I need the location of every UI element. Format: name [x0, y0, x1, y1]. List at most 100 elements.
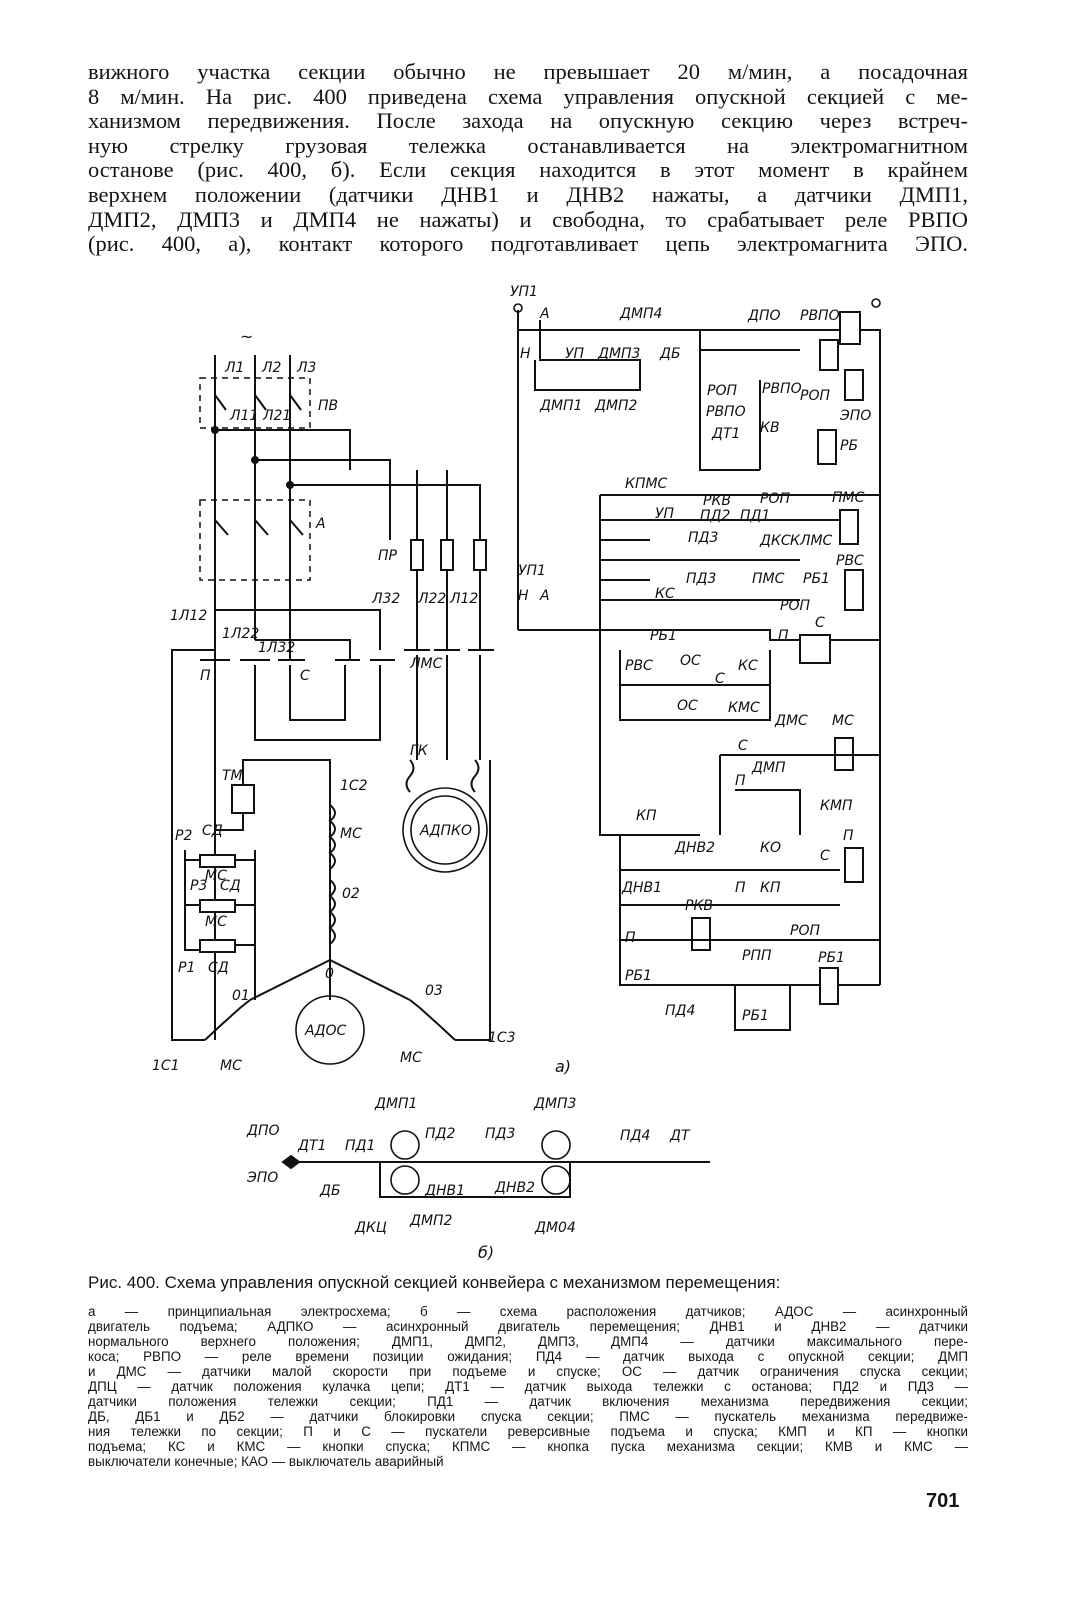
body-paragraph: вижного участка секции обычно не превыша…: [88, 59, 968, 257]
label-kv: КВ: [760, 420, 780, 436]
control-circuit: УП1 А Н УП ДМП4 ДМП3 ДБ ДМП1 ДМП2 ДПО РВ…: [510, 284, 881, 1076]
label-s-coil: С: [815, 615, 825, 631]
label-rvpo-top: РВПО: [800, 308, 840, 324]
label-ko: КО: [760, 840, 781, 856]
label-l32: Л32: [371, 591, 400, 607]
label-pd4: ПД4: [665, 1003, 695, 1019]
label-rvs-2: РВС: [625, 658, 653, 674]
figure-caption: Рис. 400. Схема управления опускной секц…: [88, 1273, 781, 1292]
label-pd1: ПД1: [740, 508, 770, 524]
motor-adpko-outer: [402, 787, 488, 873]
label-klms: КЛМС: [790, 533, 833, 549]
label-1c2: 1С2: [340, 778, 368, 794]
label-p-4: П: [843, 828, 854, 844]
label-rb1-3: РБ1: [625, 968, 652, 984]
sensor-layout: ДПО ДТ1 ПД1 ДМП1 ПД2 ПД3 ДМП3 ПД4 ДТ ЭПО…: [246, 1096, 710, 1262]
label-dmp4: ДМП4: [619, 306, 662, 322]
label-ks-2: КС: [738, 658, 758, 674]
label-kms: КМС: [728, 700, 760, 716]
paragraph-line: вижного участка секции обычно не превыша…: [88, 59, 968, 84]
label-1l12: 1Л12: [170, 608, 207, 624]
label-l1: Л1: [224, 360, 244, 376]
label-gk: ГК: [410, 743, 429, 759]
label-rpp: РПП: [742, 948, 772, 964]
label-kp-2: КП: [760, 880, 781, 896]
label-rb1-2: РБ1: [650, 628, 677, 644]
paragraph-line: ханизмом передвижения. После захода на о…: [88, 108, 968, 134]
label-1c1: 1С1: [152, 1058, 180, 1074]
label-rop-5: РОП: [790, 923, 820, 939]
label-db-b: ДБ: [319, 1183, 341, 1199]
ac-symbol: ~: [240, 327, 253, 346]
paragraph-line: ную стрелку грузовая тележка останавлива…: [88, 132, 968, 158]
legend-line: выключатели конечные; КАО — выключатель …: [88, 1454, 444, 1469]
label-a-mid: А: [539, 588, 550, 604]
label-rkv: РКВ: [703, 493, 731, 509]
label-s-4: С: [820, 848, 830, 864]
legend-line: ДПЦ — датчик положения кулачка цепи; ДТ1…: [88, 1379, 968, 1394]
label-03: 03: [425, 983, 443, 999]
label-pr: ПР: [378, 548, 398, 564]
label-1l32: 1Л32: [258, 640, 295, 656]
label-epo-b: ЭПО: [246, 1170, 278, 1186]
legend-line: датчики положения тележки секции; ПД1 — …: [88, 1394, 968, 1409]
legend-line: ДБ, ДБ1 и ДБ2 — датчики блокировки спуск…: [88, 1409, 968, 1424]
paragraph-line: 8 м/мин. На рис. 400 приведена схема упр…: [88, 83, 968, 109]
label-rop-2: РОП: [800, 388, 830, 404]
paragraph-line: останове (рис. 400, б). Если секция нахо…: [88, 157, 968, 183]
label-pms-2: ПМС: [752, 571, 785, 587]
label-p-5: П: [735, 880, 746, 896]
label-ms-top: МС: [340, 826, 362, 842]
label-db: ДБ: [659, 346, 681, 362]
label-kp-1: КП: [636, 808, 657, 824]
label-up-2: УП: [655, 506, 675, 522]
label-01: 01: [232, 988, 250, 1004]
label-dmp2-b: ДМП2: [409, 1213, 453, 1229]
label-dnv2-b: ДНВ2: [494, 1180, 535, 1196]
label-s-contact: С: [300, 668, 310, 684]
label-dkc-b: ДКЦ: [354, 1220, 387, 1236]
label-rvpo-3: РВПО: [706, 404, 746, 420]
label-1l22: 1Л22: [222, 626, 259, 642]
sublabel-b: б): [478, 1243, 494, 1262]
label-dmp3-b: ДМП3: [533, 1096, 576, 1112]
label-dmp2: ДМП2: [594, 398, 638, 414]
legend-line: подъема; КС и КМС — кнопки спуска; КПМС …: [88, 1439, 968, 1454]
label-l3: Л3: [296, 360, 316, 376]
label-1c3: 1С3: [488, 1030, 516, 1046]
legend-line: коса; РВПО — реле времени позиции ожидан…: [88, 1349, 968, 1364]
label-lms: ЛМС: [409, 656, 443, 672]
label-dks: ДКС: [759, 533, 791, 549]
label-p1: Р1: [178, 960, 195, 976]
label-p-coil: П: [778, 628, 789, 644]
label-dmp1: ДМП1: [539, 398, 582, 414]
legend-line: ния тележки по секции; П и С — пускатели…: [88, 1424, 968, 1439]
label-a-top: А: [539, 306, 550, 322]
label-ms-r2: МС: [205, 914, 227, 930]
label-rb1-4: РБ1: [818, 950, 845, 966]
label-rb1-5: РБ1: [742, 1008, 769, 1024]
label-os-2: ОС: [677, 698, 698, 714]
label-rop-3: РОП: [760, 491, 790, 507]
label-rb: РБ: [840, 438, 858, 454]
label-kmp: КМП: [820, 798, 853, 814]
label-ms-r: МС: [400, 1050, 422, 1066]
legend-line: двигатель подъема; АДПКО — асинхронный д…: [88, 1319, 968, 1334]
legend-line: нормального верхнего положения; ДМП1, ДМ…: [88, 1334, 968, 1349]
label-kpms: КПМС: [625, 476, 668, 492]
label-pd3-1: ПД3: [688, 530, 718, 546]
label-ados: АДОС: [304, 1023, 347, 1039]
label-rkv-2: РКВ: [685, 898, 713, 914]
motor-adpko-inner: [410, 795, 480, 865]
label-ms-coil: МС: [832, 713, 854, 729]
label-dmp3: ДМП3: [597, 346, 640, 362]
label-sd-1: СД: [202, 823, 223, 839]
label-dnv1: ДНВ1: [621, 880, 662, 896]
paragraph-line: (рис. 400, а), контакт которого подготав…: [88, 231, 968, 257]
label-pv: ПВ: [318, 398, 338, 414]
label-dt-b: ДТ: [669, 1128, 691, 1144]
page-number: 701: [926, 1490, 960, 1512]
motor-ados: [295, 995, 365, 1065]
label-ms-r1: МС: [205, 868, 227, 884]
